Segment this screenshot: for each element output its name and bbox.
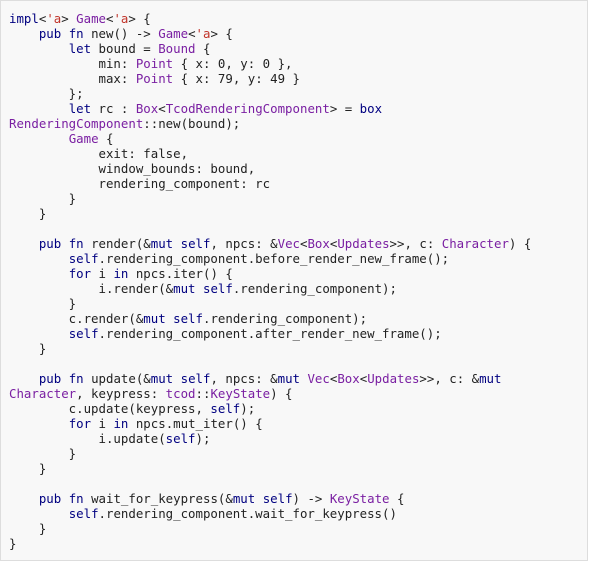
- code-line: self.rendering_component.wait_for_keypre…: [68, 506, 397, 521]
- code-line: for i in npcs.iter() {: [68, 266, 233, 281]
- code-line: };: [9, 86, 84, 101]
- code-line: self.rendering_component.after_render_ne…: [68, 326, 442, 341]
- code-line: for i in npcs.mut_iter() {: [68, 416, 263, 431]
- code-line: }: [9, 206, 47, 221]
- code-line: Game {: [68, 131, 114, 146]
- code-line: c.render(&mut self.rendering_component);: [9, 311, 368, 326]
- code-line: pub fn new() -> Game<'a> {: [38, 26, 233, 41]
- code-line: }: [9, 296, 77, 311]
- code-line: }: [9, 521, 47, 536]
- code-line: self.rendering_component.before_render_n…: [68, 251, 450, 266]
- code-line: i.render(&mut self.rendering_component);: [9, 281, 397, 296]
- code-line: let rc : Box<TcodRenderingComponent> = b…: [68, 101, 383, 116]
- code-line: }: [9, 191, 77, 206]
- code-line: pub fn update(&mut self, npcs: &mut Vec<…: [38, 371, 502, 386]
- code-line: c.update(keypress, self);: [9, 401, 256, 416]
- code-line: [9, 476, 587, 491]
- code-line: max: Point { x: 79, y: 49 }: [9, 71, 300, 86]
- code-line: exit: false,: [9, 146, 189, 161]
- code-line: [9, 356, 587, 371]
- code-line: }: [9, 446, 77, 461]
- code-line: RenderingComponent::new(bound);: [9, 116, 241, 131]
- code-line: Character, keypress: tcod::KeyState) {: [9, 386, 293, 401]
- code-line: }: [9, 341, 47, 356]
- code-line: [9, 221, 587, 236]
- code-line: min: Point { x: 0, y: 0 },: [9, 56, 293, 71]
- code-line: impl<'a> Game<'a> {: [9, 11, 151, 26]
- code-line: window_bounds: bound,: [9, 161, 256, 176]
- code-line: i.update(self);: [9, 431, 211, 446]
- code-line: pub fn render(&mut self, npcs: &Vec<Box<…: [38, 236, 532, 251]
- code-line: let bound = Bound {: [68, 41, 211, 56]
- code-line: }: [9, 461, 47, 476]
- code-line: rendering_component: rc: [9, 176, 271, 191]
- code-line: pub fn wait_for_keypress(&mut self) -> K…: [38, 491, 405, 506]
- code-line: }: [9, 536, 17, 551]
